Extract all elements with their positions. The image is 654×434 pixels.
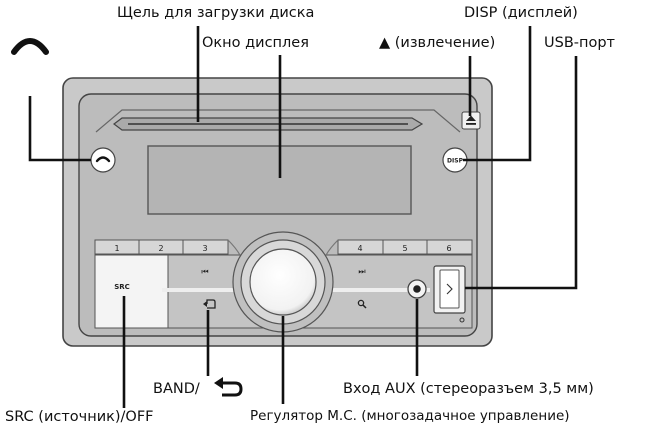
eject-button	[461, 111, 481, 130]
faceplate	[78, 93, 478, 337]
label-display-window: Окно дисплея	[202, 35, 309, 51]
phone-button	[90, 147, 116, 173]
back-arrow-icon	[214, 377, 243, 397]
label-src: SRC (источник)/OFF	[5, 409, 154, 425]
label-disp: DISP (дисплей)	[464, 5, 578, 21]
prev-track-symbol: ⏮	[201, 267, 208, 276]
lower-panel	[94, 254, 473, 329]
svg-text:4: 4	[357, 244, 362, 253]
disc-slot	[113, 117, 424, 131]
preset-row-left	[94, 239, 229, 255]
svg-text:3: 3	[202, 244, 207, 253]
svg-text:DISP: DISP	[447, 158, 464, 165]
label-aux-input: Вход AUX (стереоразъем 3,5 мм)	[343, 381, 594, 397]
svg-text:6: 6	[446, 244, 451, 253]
aux-jack	[407, 279, 427, 299]
label-mc-dial: Регулятор M.C. (многозадачное управление…	[250, 408, 570, 424]
mc-dial-ring	[232, 231, 334, 333]
disp-button	[442, 147, 468, 173]
phone-icon	[11, 38, 49, 55]
svg-text:2: 2	[158, 244, 163, 253]
label-disc-slot: Щель для загрузки диска	[117, 5, 315, 21]
svg-text:SRC: SRC	[114, 283, 130, 291]
usb-port	[433, 265, 466, 314]
display-window	[147, 145, 412, 215]
phone-icon-small	[95, 156, 111, 163]
eject-icon	[466, 115, 476, 121]
next-track-symbol: ⏭	[358, 267, 365, 276]
label-band: BAND/	[153, 381, 200, 397]
outer-frame	[62, 77, 493, 347]
magnifier-icon	[357, 299, 365, 307]
preset-row-right	[337, 239, 473, 255]
svg-text:5: 5	[402, 244, 407, 253]
mc-dial-knob	[249, 248, 317, 316]
leader-lines	[28, 26, 578, 408]
label-usb-port: USB-порт	[544, 35, 615, 51]
usb-icon	[446, 283, 453, 295]
svg-text:1: 1	[114, 244, 119, 253]
src-pad	[94, 254, 169, 329]
label-eject: ▲ (извлечение)	[379, 35, 496, 51]
